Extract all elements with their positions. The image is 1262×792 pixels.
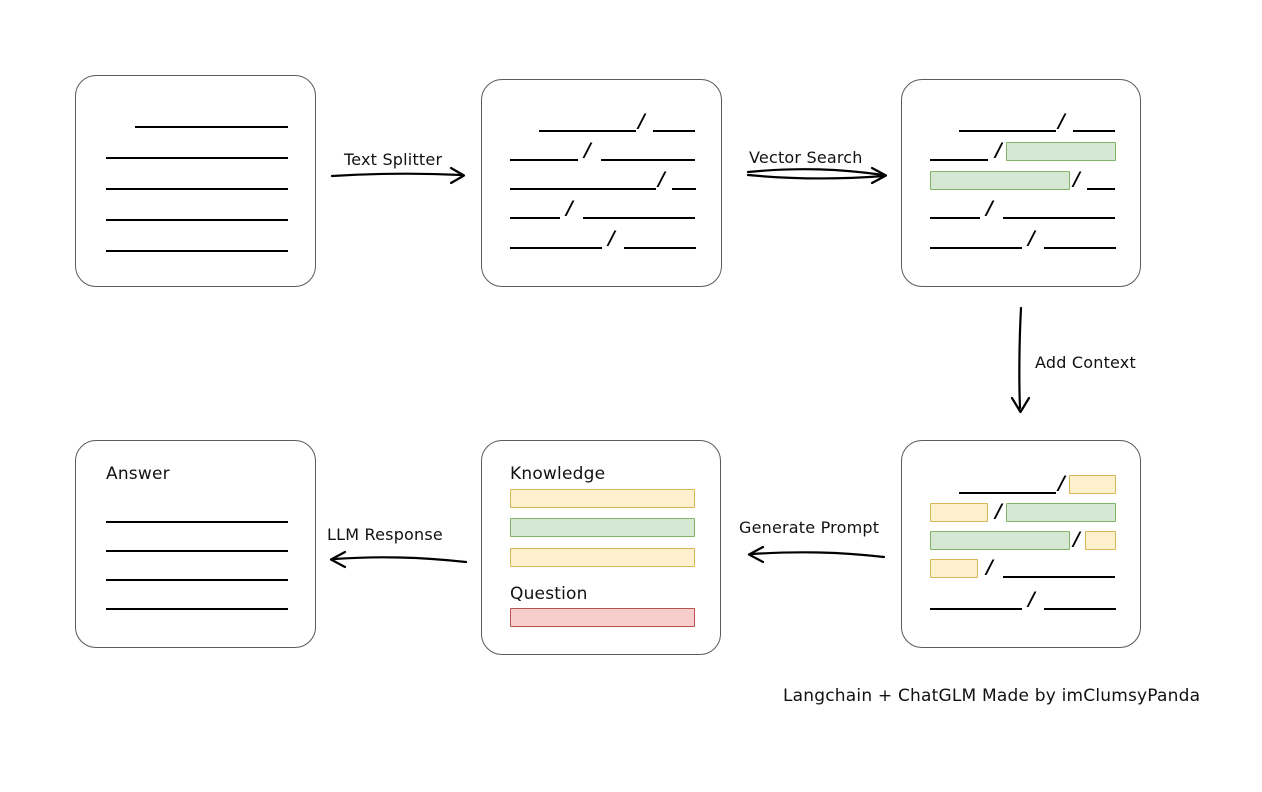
knowledge-label: Knowledge xyxy=(510,464,606,484)
edge-generate-prompt-arrow xyxy=(747,545,886,564)
text-line xyxy=(106,188,288,190)
text-line xyxy=(959,130,1056,132)
highlight-chip-green xyxy=(930,531,1070,550)
text-line xyxy=(1003,576,1115,578)
text-line xyxy=(1003,217,1115,219)
segment-separator-slash: / xyxy=(1073,528,1080,550)
edge-label-add-context: Add Context xyxy=(1035,353,1136,372)
segment-separator-slash: / xyxy=(995,139,1002,161)
text-line xyxy=(539,130,636,132)
text-line xyxy=(106,608,288,610)
text-line xyxy=(1087,188,1115,190)
edge-label-vector-search: Vector Search xyxy=(749,148,863,167)
segment-separator-slash: / xyxy=(1028,227,1035,249)
segment-separator-slash: / xyxy=(658,168,665,190)
text-line xyxy=(583,217,695,219)
source-document-box[interactable] xyxy=(75,75,316,287)
highlight-chip-yellow xyxy=(1085,531,1116,550)
edge-llm-response-arrow xyxy=(329,550,468,569)
text-line xyxy=(106,579,288,581)
highlight-chip-green xyxy=(1006,503,1116,522)
segment-separator-slash: / xyxy=(1028,588,1035,610)
segment-separator-slash: / xyxy=(1073,168,1080,190)
highlight-chip-green xyxy=(1006,142,1116,161)
highlight-chip-yellow xyxy=(510,489,695,508)
text-line xyxy=(106,521,288,523)
footer-credit: Langchain + ChatGLM Made by imClumsyPand… xyxy=(783,686,1201,706)
split-document-box[interactable] xyxy=(481,79,722,287)
text-line xyxy=(930,247,1022,249)
highlight-chip-yellow xyxy=(1069,475,1116,494)
segment-separator-slash: / xyxy=(638,110,645,132)
highlight-chip-yellow xyxy=(930,503,988,522)
text-line xyxy=(106,157,288,159)
text-line xyxy=(1044,608,1116,610)
highlight-chip-yellow xyxy=(930,559,978,578)
text-line xyxy=(959,492,1056,494)
text-line xyxy=(1044,247,1116,249)
text-line xyxy=(510,159,578,161)
highlight-chip-yellow xyxy=(510,548,695,567)
edge-label-text-splitter: Text Splitter xyxy=(344,150,443,169)
edge-label-llm-response: LLM Response xyxy=(327,525,443,544)
edge-label-generate-prompt: Generate Prompt xyxy=(739,518,880,537)
text-line xyxy=(930,217,980,219)
text-line xyxy=(930,159,988,161)
segment-separator-slash: / xyxy=(995,500,1002,522)
segment-separator-slash: / xyxy=(566,197,573,219)
edge-vector-search-arrow xyxy=(746,166,888,185)
question-label: Question xyxy=(510,584,588,604)
segment-separator-slash: / xyxy=(584,139,591,161)
segment-separator-slash: / xyxy=(1058,472,1065,494)
text-line xyxy=(601,159,695,161)
segment-separator-slash: / xyxy=(608,227,615,249)
text-line xyxy=(1073,130,1115,132)
segment-separator-slash: / xyxy=(986,556,993,578)
highlight-chip-green xyxy=(930,171,1070,190)
answer-label: Answer xyxy=(106,464,170,484)
text-line xyxy=(510,188,656,190)
edge-add-context-arrow xyxy=(1010,306,1031,414)
text-line xyxy=(624,247,696,249)
edge-text-splitter-arrow xyxy=(330,166,466,185)
segment-separator-slash: / xyxy=(986,197,993,219)
segment-separator-slash: / xyxy=(1058,110,1065,132)
text-line xyxy=(106,550,288,552)
text-line xyxy=(653,130,695,132)
text-line xyxy=(106,219,288,221)
text-line xyxy=(135,126,288,128)
text-line xyxy=(106,250,288,252)
text-line xyxy=(510,217,560,219)
highlight-chip-red xyxy=(510,608,695,627)
answer-card-box[interactable] xyxy=(75,440,316,648)
text-line xyxy=(510,247,602,249)
text-line xyxy=(930,608,1022,610)
text-line xyxy=(672,188,696,190)
highlight-chip-green xyxy=(510,518,695,537)
